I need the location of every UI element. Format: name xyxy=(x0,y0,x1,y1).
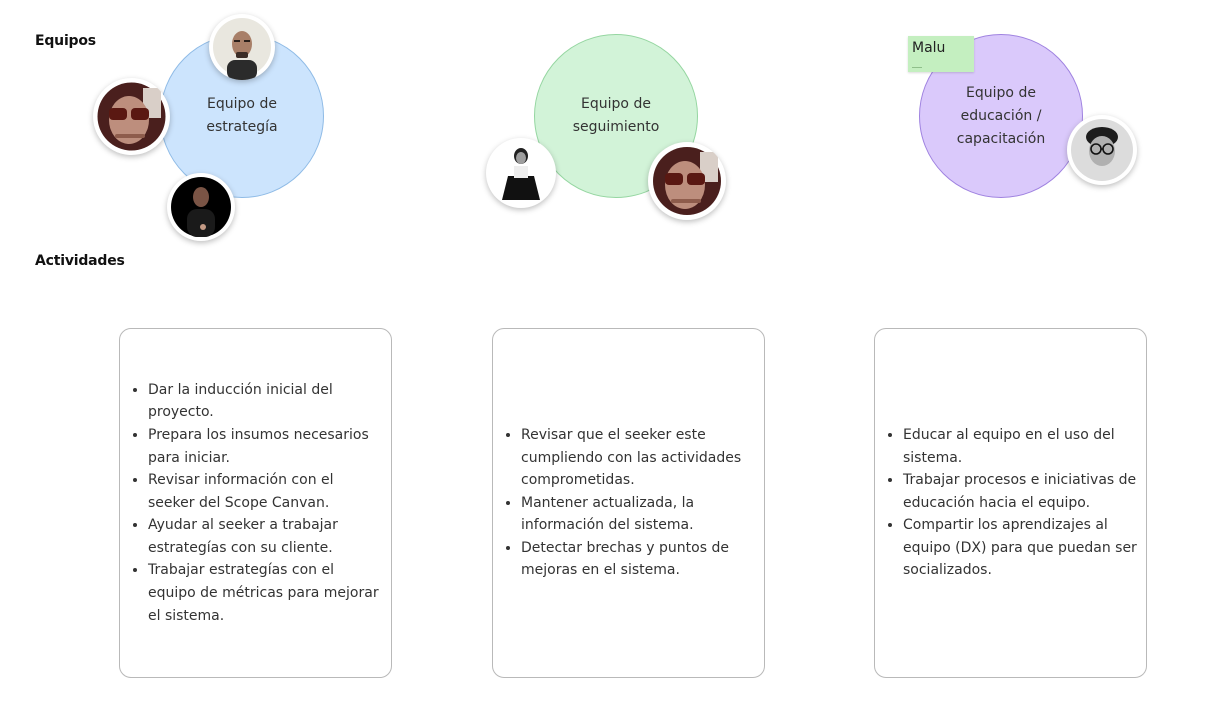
team-circle-seguimiento[interactable]: Equipo de seguimiento xyxy=(534,34,698,198)
activity-list-educacion: Educar al equipo en el uso del sistema. … xyxy=(875,424,1146,582)
sticky-note[interactable]: Malu xyxy=(908,36,974,72)
teams-section-title: Equipos xyxy=(35,33,96,49)
activity-item: Trabajar estrategías con el equipo de mé… xyxy=(148,559,383,627)
activity-item: Compartir los aprendizajes al equipo (DX… xyxy=(903,514,1138,582)
activity-item: Educar al equipo en el uso del sistema. xyxy=(903,424,1138,469)
activity-item: Revisar información con el seeker del Sc… xyxy=(148,469,383,514)
team-name-seguimiento: Equipo de seguimiento xyxy=(572,96,660,135)
activity-list-estrategia: Dar la inducción inicial del proyecto. P… xyxy=(120,379,391,628)
person-glasses-avatar-icon[interactable] xyxy=(1067,115,1137,185)
activities-section-title: Actividades xyxy=(35,253,125,269)
activity-card-educacion: Educar al equipo en el uso del sistema. … xyxy=(874,328,1147,678)
activity-list-seguimiento: Revisar que el seeker este cumpliendo co… xyxy=(493,424,764,582)
person-bald-avatar-icon[interactable] xyxy=(209,14,275,80)
activity-item: Detectar brechas y puntos de mejoras en … xyxy=(521,537,756,582)
activity-item: Ayudar al seeker a trabajar estrategías … xyxy=(148,514,383,559)
person-sunglasses-avatar-icon[interactable] xyxy=(648,142,726,220)
activity-item: Dar la inducción inicial del proyecto. xyxy=(148,379,383,424)
sticky-note-author-mark xyxy=(912,67,922,68)
activity-card-estrategia: Dar la inducción inicial del proyecto. P… xyxy=(119,328,392,678)
team-name-estrategia: Equipo de estrategía xyxy=(206,96,278,135)
activity-item: Mantener actualizada, la información del… xyxy=(521,492,756,537)
activity-item: Revisar que el seeker este cumpliendo co… xyxy=(521,424,756,492)
person-standing-avatar-icon[interactable] xyxy=(486,138,556,208)
person-dark-background-avatar-icon[interactable] xyxy=(167,173,235,241)
activity-card-seguimiento: Revisar que el seeker este cumpliendo co… xyxy=(492,328,765,678)
person-sunglasses-avatar-icon[interactable] xyxy=(93,78,170,155)
sticky-note-text: Malu xyxy=(912,40,946,56)
activity-item: Prepara los insumos necesarios para inic… xyxy=(148,424,383,469)
activity-item: Trabajar procesos e iniciativas de educa… xyxy=(903,469,1138,514)
team-name-educacion: Equipo de educación / capacitación xyxy=(956,84,1046,147)
